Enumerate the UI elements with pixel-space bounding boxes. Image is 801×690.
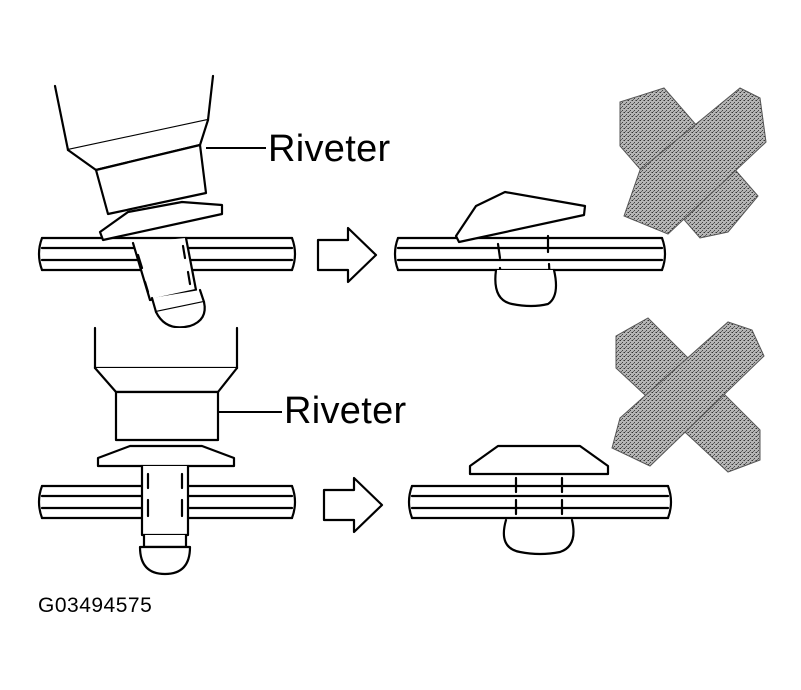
rivet-angled	[98, 200, 224, 329]
riveter-label-top: Riveter	[268, 128, 391, 170]
rivet-hole-dash-right	[181, 244, 192, 286]
rivet-straight	[96, 444, 236, 576]
rivet-result-hole-bottom	[514, 476, 564, 516]
panel-top-right-edges	[393, 236, 667, 272]
panel-bottom-right-edges	[407, 484, 673, 520]
panel-bottom-left-edges	[37, 484, 297, 520]
rivet-hole-straight	[146, 472, 184, 518]
arrow-right-top	[316, 226, 378, 284]
rivet-result-head-bottom	[468, 444, 610, 476]
rivet-hole-dash-left	[136, 253, 150, 294]
riveter-handle-straight	[93, 326, 239, 370]
rivet-result-bad-top	[454, 190, 587, 308]
panel-bottom-right-lines	[410, 484, 670, 520]
x-mark-top-icon	[619, 87, 767, 239]
rivet-pin-cap-angled	[154, 300, 206, 329]
rivet-result-bulb-top	[494, 268, 558, 308]
riveter-collar-straight	[93, 366, 239, 394]
riveter-nose-straight	[114, 390, 220, 442]
x-mark-bottom-icon	[611, 317, 765, 473]
rivet-head-angled	[98, 200, 224, 242]
panel-top-left-edges	[37, 236, 297, 272]
rivet-pin-cap-straight	[138, 545, 192, 576]
panel-top-right	[393, 236, 667, 272]
rivet-head-straight	[96, 444, 236, 468]
rivet-result-bad-bottom	[468, 444, 610, 556]
rivet-pin-neck-straight	[142, 533, 188, 549]
rivet-result-head-top	[454, 190, 587, 244]
rivet-result-bulb-bottom	[502, 518, 575, 556]
panel-top-right-lines	[396, 236, 664, 272]
riveter-nose-angled	[94, 143, 208, 216]
figure-code: G03494575	[38, 594, 153, 617]
arrow-right-bottom	[322, 476, 384, 534]
riveter-tool-angled	[53, 74, 215, 216]
panel-bottom-right	[407, 484, 673, 520]
riveter-tool-straight	[93, 326, 239, 442]
riveter-label-bottom: Riveter	[284, 390, 407, 432]
